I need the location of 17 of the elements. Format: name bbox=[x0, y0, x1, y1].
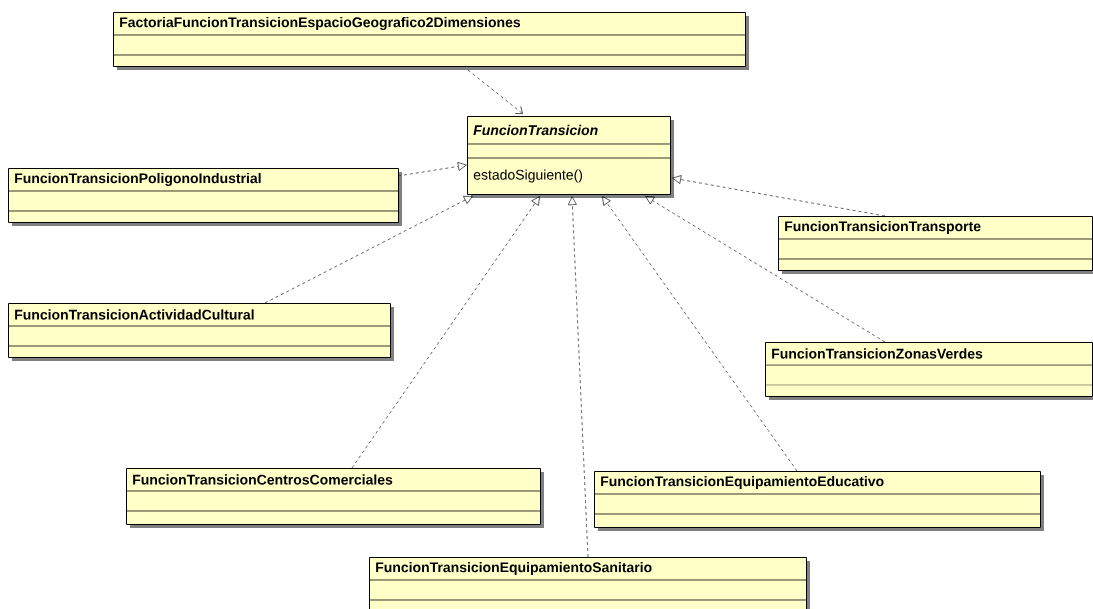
arrow bbox=[467, 69, 523, 114]
class-box: FuncionTransicion estadoSiguiente() bbox=[466, 116, 674, 198]
class-box: FactoriaFuncionTransicionEspacioGeografico2Dimensiones bbox=[112, 12, 749, 70]
arrow bbox=[672, 175, 886, 217]
class-box: FuncionTransicionEquipamientoEducativo bbox=[593, 471, 1044, 531]
class-box: FuncionTransicionActividadCultural bbox=[7, 303, 394, 361]
class-box: FuncionTransicionZonasVerdes bbox=[764, 342, 1093, 400]
arrow bbox=[602, 196, 798, 472]
arrow bbox=[645, 196, 886, 343]
arrow bbox=[264, 196, 473, 304]
class-box: FuncionTransicionCentrosComerciales bbox=[125, 468, 544, 528]
class-box: FuncionTransicionEquipamientoSanitario bbox=[368, 557, 810, 609]
arrow bbox=[397, 162, 467, 177]
class-box: FuncionTransicionTransporte bbox=[777, 216, 1093, 274]
class-box: FuncionTransicionPoligonoIndustrial bbox=[7, 168, 402, 226]
arrow bbox=[568, 196, 589, 558]
arrow bbox=[351, 196, 540, 469]
